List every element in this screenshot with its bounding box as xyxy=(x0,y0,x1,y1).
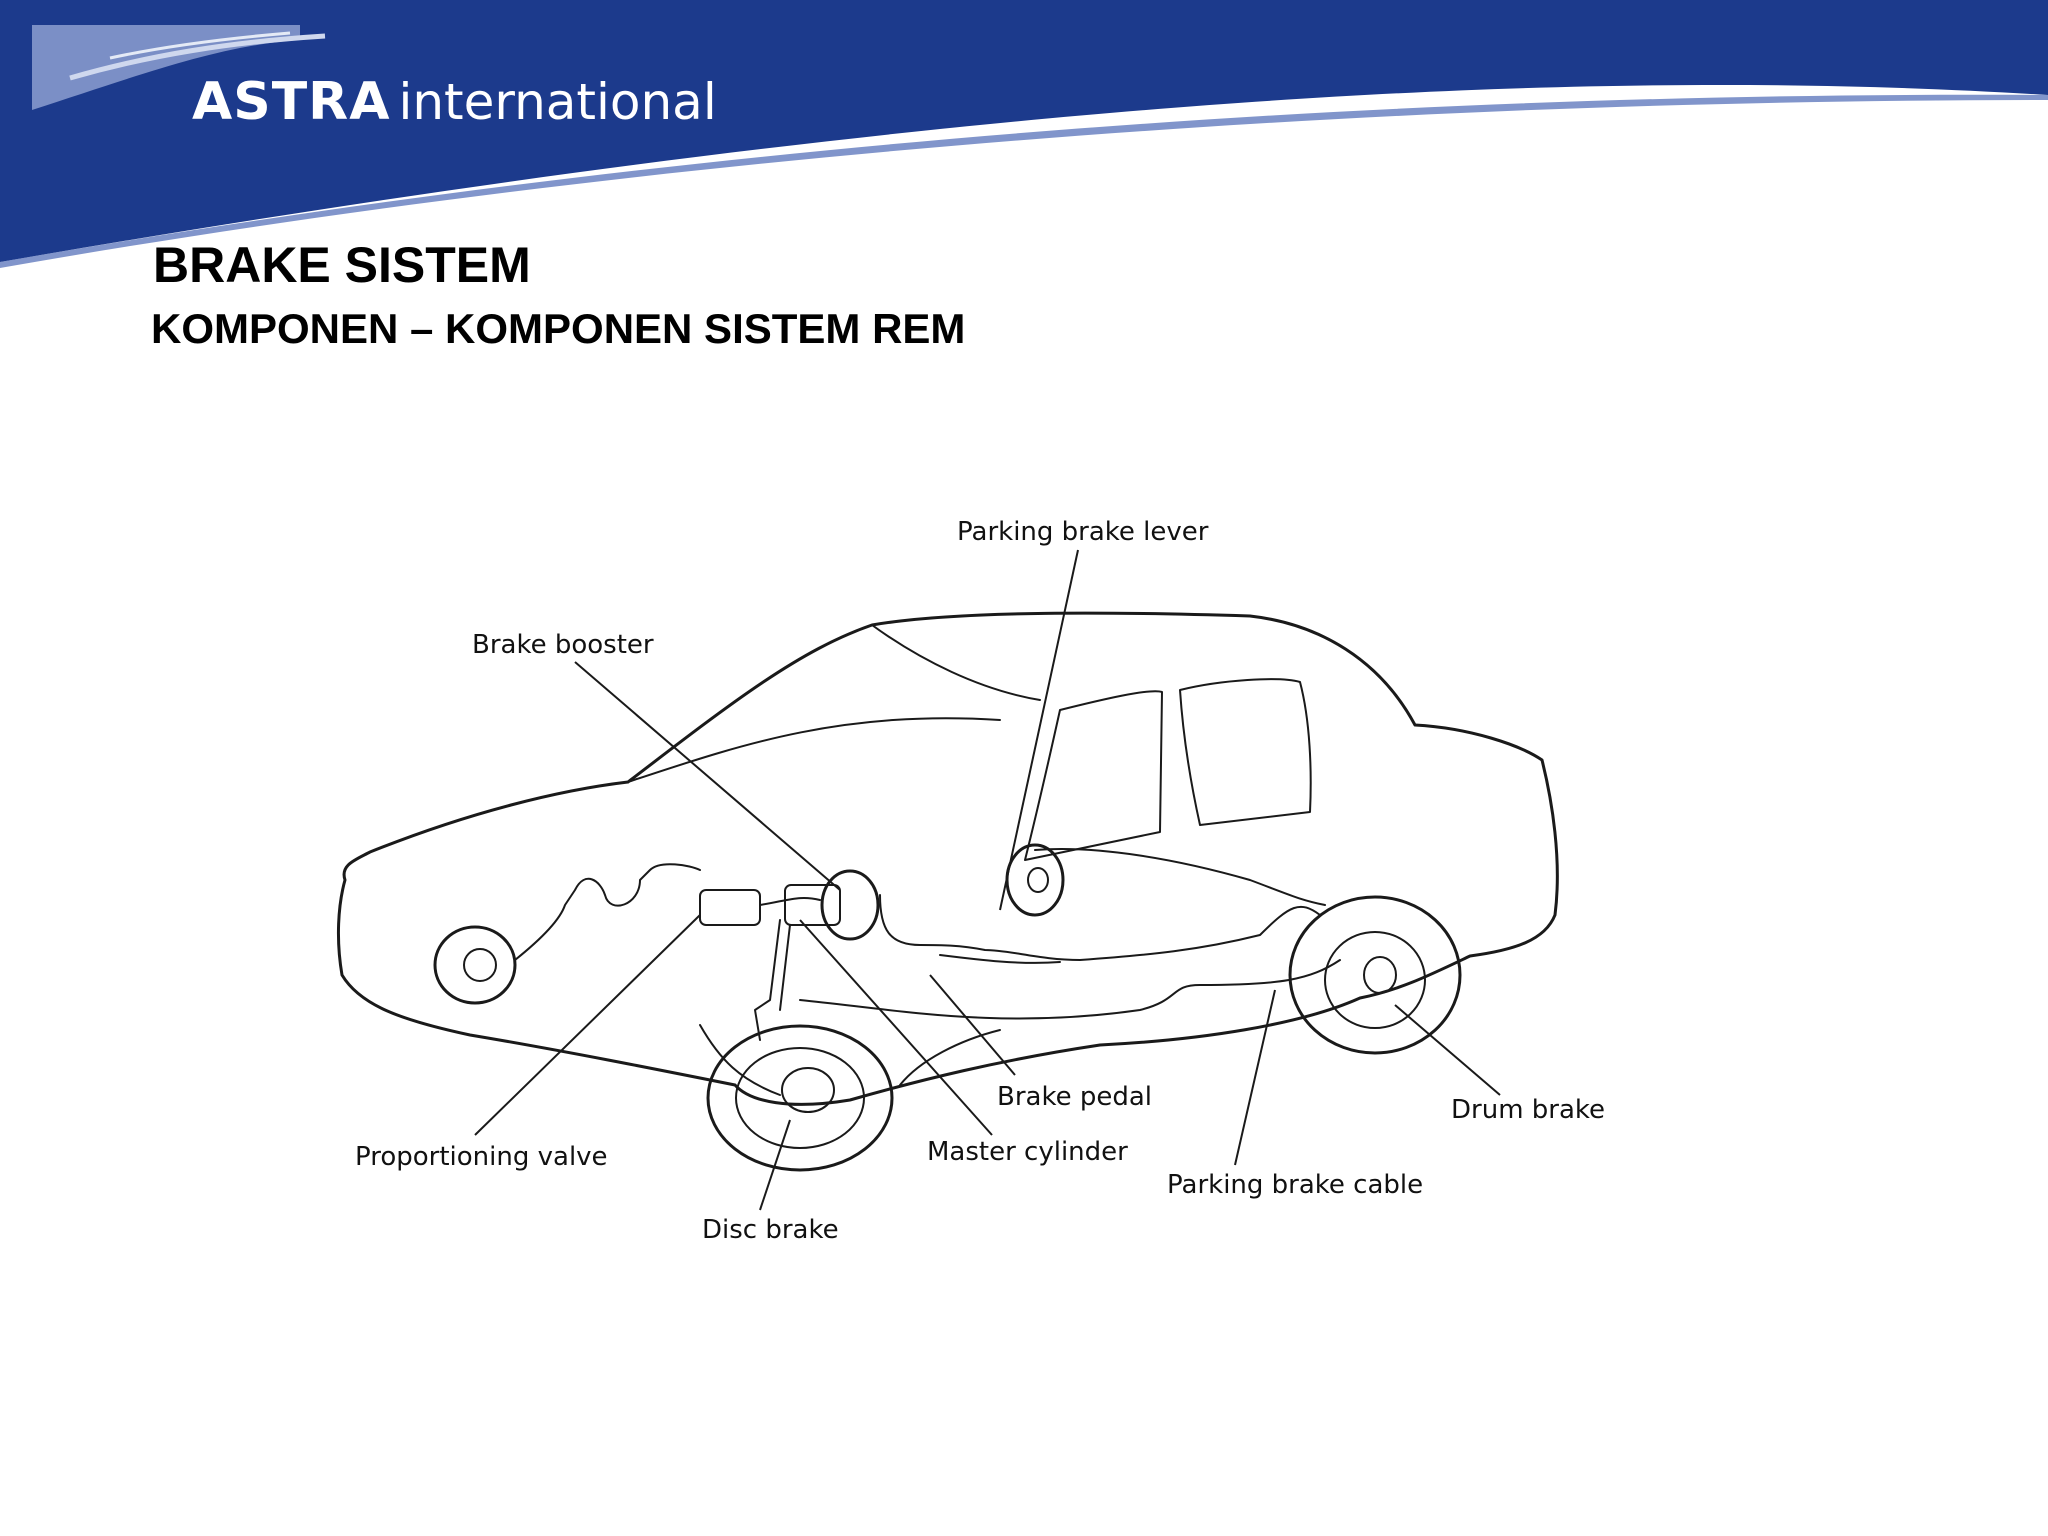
front-wheel xyxy=(706,1024,894,1172)
label-proportioning-valve: Proportioning valve xyxy=(355,1142,608,1172)
astra-logo-mark xyxy=(32,25,326,110)
label-drum-brake: Drum brake xyxy=(1451,1095,1605,1125)
rear-wheel xyxy=(1288,895,1462,1055)
label-parking-brake-lever: Parking brake lever xyxy=(957,517,1209,547)
diagram-labels: Parking brake lever Brake booster Brake … xyxy=(355,517,1605,1245)
brake-booster-unit xyxy=(699,869,880,941)
slide-title: BRAKE SISTEM xyxy=(153,237,531,293)
front-left-disc xyxy=(433,925,517,1005)
label-disc-brake: Disc brake xyxy=(702,1215,839,1245)
label-master-cylinder: Master cylinder xyxy=(927,1137,1128,1167)
label-brake-booster: Brake booster xyxy=(472,630,654,660)
label-parking-brake-cable: Parking brake cable xyxy=(1167,1170,1423,1200)
brake-lines xyxy=(514,848,1341,1041)
brand-logo-light: international xyxy=(398,73,717,131)
leader-lines xyxy=(474,549,1501,1211)
brand-logo-strong: ASTRA xyxy=(192,72,391,132)
banner-background xyxy=(0,0,2048,268)
rear-left-drum xyxy=(1005,843,1065,917)
label-brake-pedal: Brake pedal xyxy=(997,1082,1152,1112)
slide-subtitle: KOMPONEN – KOMPONEN SISTEM REM xyxy=(151,305,966,352)
car-outline xyxy=(336,611,1559,1106)
